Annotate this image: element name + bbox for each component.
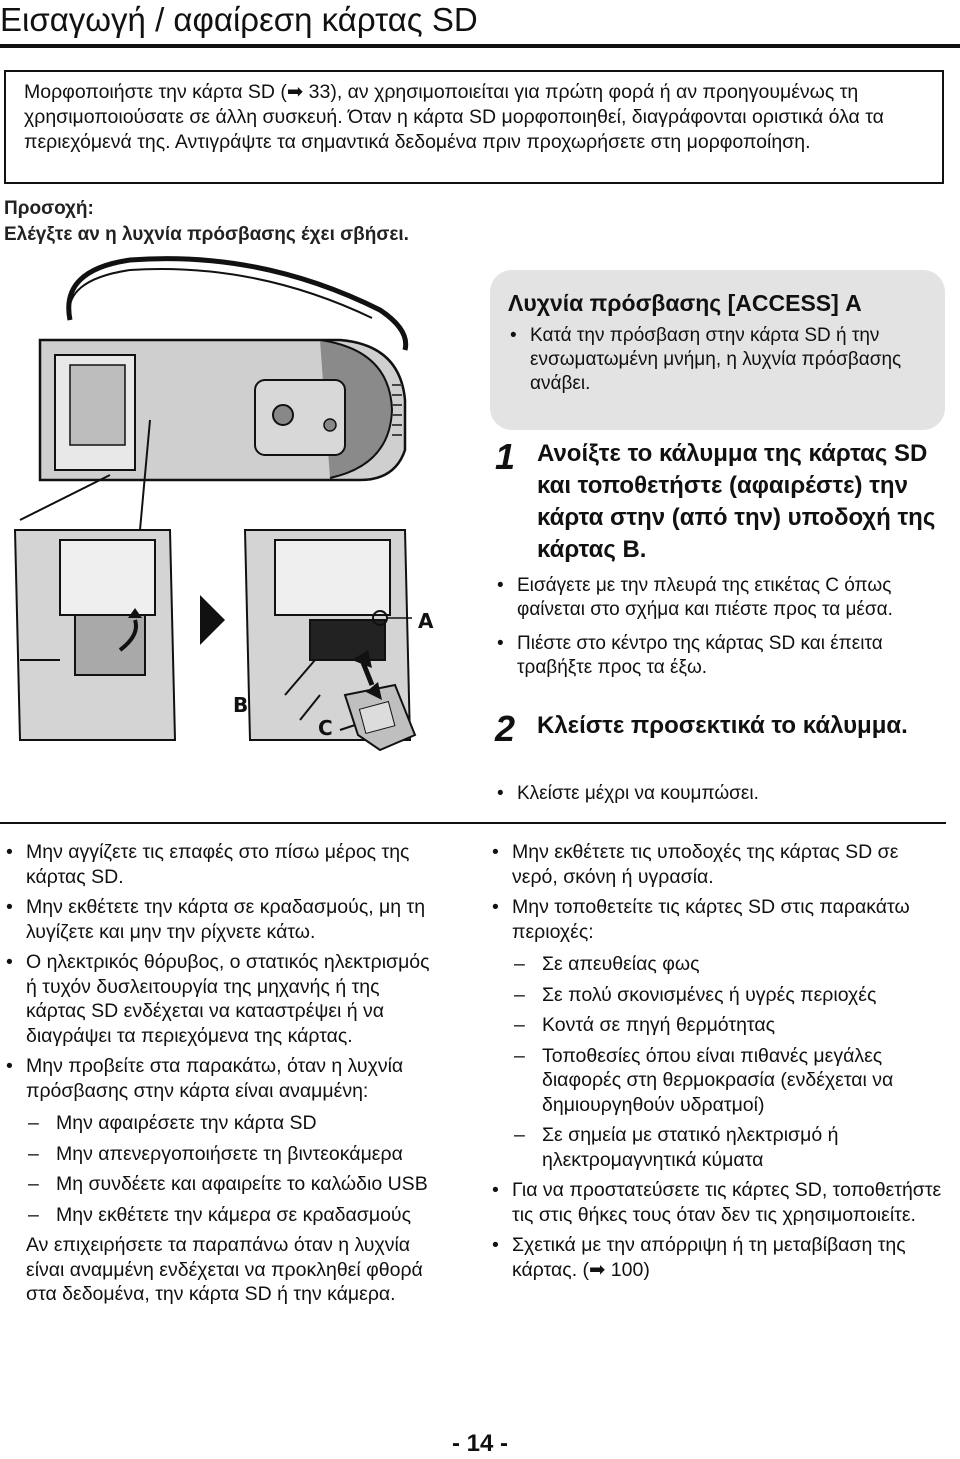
figure-label-b: B [233,693,248,717]
note-dash-item: Κοντά σε πηγή θερμότητας [512,1013,945,1038]
section-divider [0,822,946,824]
slot-open-inset [13,529,177,741]
note-bullet: Για να προστατεύσετε τις κάρτες SD, τοπο… [490,1178,945,1227]
access-lamp-bullet: Κατά την πρόσβαση στην κάρτα SD ή την εν… [508,324,928,396]
title-rule [0,44,960,48]
figure-label-c: C [318,716,333,740]
camera-body-drawing [19,256,409,531]
note-bullet: Μην τοποθετείτε τις κάρτες SD στις παρακ… [490,895,945,944]
right-notes-column: Μην εκθέτετε τις υποδοχές της κάρτας SD … [490,840,945,1288]
page-number: - 14 - [451,1430,508,1457]
caution-text: Ελέγξτε αν η λυχνία πρόσβασης έχει σβήσε… [4,224,409,245]
note-bullet: Μην προβείτε στα παρακάτω, όταν η λυχνία… [4,1054,444,1103]
step-1-bullet: Εισάγετε με την πλευρά της ετικέτας C όπ… [495,574,960,622]
caution-label: Προσοχή: [4,198,94,219]
note-dash-item: Σε σημεία με στατικό ηλεκτρισμό ή ηλεκτρ… [512,1123,945,1172]
note-footer: Αν επιχειρήσετε τα παραπάνω όταν η λυχνί… [26,1234,423,1305]
step-arrow-icon [200,595,225,645]
step-2-bullet: Κλείστε μέχρι να κουμπώσει. [495,782,960,806]
note-dash-item: Μην αφαιρέσετε την κάρτα SD [26,1111,444,1136]
note-dash-item: Σε απευθείας φως [512,952,945,977]
notice-box: Μορφοποιήστε την κάρτα SD (➡ 33), αν χρη… [4,70,944,184]
note-dash-item: Μη συνδέετε και αφαιρείτε το καλώδιο USB [26,1172,444,1197]
access-lamp-box: Λυχνία πρόσβασης [ACCESS] A Κατά την πρό… [490,270,945,430]
note-bullet: Μην εκθέτετε τις υποδοχές της κάρτας SD … [490,840,945,889]
note-bullet: Ο ηλεκτρικός θόρυβος, ο στατικός ηλεκτρι… [4,950,444,1048]
note-dash-item: Σε πολύ σκονισμένες ή υγρές περιοχές [512,983,945,1008]
note-bullet: Μην αγγίζετε τις επαφές στο πίσω μέρος τ… [4,840,444,889]
note-dash-item: Τοποθεσίες όπου είναι πιθανές μεγάλες δι… [512,1044,945,1118]
figure-label-a: A [418,609,434,633]
step-1-bullet: Πιέστε στο κέντρο της κάρτας SD και έπει… [495,632,960,680]
access-lamp-title: Λυχνία πρόσβασης [ACCESS] A [508,290,862,316]
camera-card-illustration: A B C [13,256,434,752]
step-1-number: 1 [495,436,516,477]
caution-block: Προσοχή: Ελέγξτε αν η λυχνία πρόσβασης έ… [4,196,704,248]
step-2-number: 2 [495,708,516,749]
notice-text: Μορφοποιήστε την κάρτα SD (➡ 33), αν χρη… [24,81,884,153]
note-bullet: Μην εκθέτετε την κάρτα σε κραδασμούς, μη… [4,895,444,944]
note-dash-item: Μην απενεργοποιήσετε τη βιντεοκάμερα [26,1142,444,1167]
step-2-heading: Κλείστε προσεκτικά το κάλυμμα. [537,712,908,739]
step-1-heading: Ανοίξτε το κάλυμμα της κάρτας SD και τοπ… [537,440,936,563]
left-notes-column: Μην αγγίζετε τις επαφές στο πίσω μέρος τ… [4,840,444,1307]
card-insert-inset [243,529,417,752]
note-dash-item: Μην εκθέτετε την κάμερα σε κραδασμούς [26,1203,444,1228]
page-title: Εισαγωγή / αφαίρεση κάρτας SD [0,1,478,38]
note-bullet: Σχετικά με την απόρριψη ή τη μεταβίβαση … [490,1233,945,1282]
